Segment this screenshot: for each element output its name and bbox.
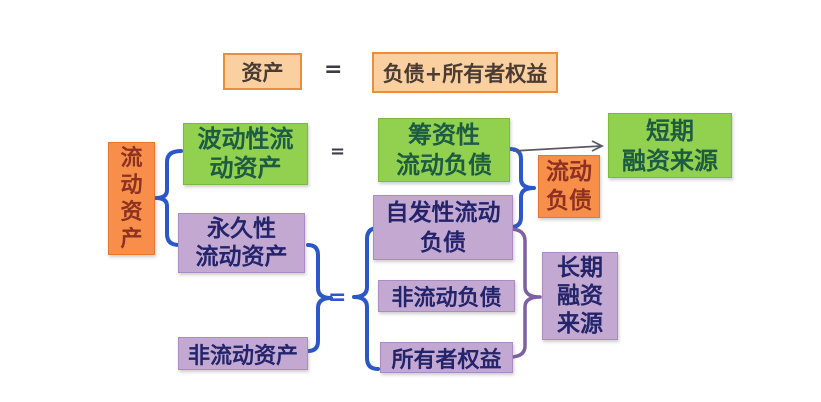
box-assets: 资产 <box>223 53 302 90</box>
brace-left-group <box>306 243 333 353</box>
box-financing-current-liabilities: 筹资性 流动负债 <box>378 118 510 182</box>
box-current-assets: 流 动 资 产 <box>108 142 155 255</box>
brace-current-assets <box>154 149 183 247</box>
box-short-term-financing-source: 短期 融资来源 <box>608 113 732 178</box>
arrow-short-term-line <box>512 145 602 152</box>
brace-long-term-financing <box>510 227 542 359</box>
arrow-short-term-head-icon <box>591 140 605 152</box>
box-noncurrent-assets: 非流动资产 <box>178 337 308 370</box>
bracket-right-group <box>352 226 380 371</box>
box-current-liabilities: 流动 负债 <box>538 155 600 218</box>
box-volatile-current-assets: 波动性流 动资产 <box>183 123 308 185</box>
box-permanent-current-assets: 永久性 流动资产 <box>178 213 305 273</box>
brace-current-liabilities <box>508 147 536 229</box>
box-owners-equity: 所有者权益 <box>380 342 513 373</box>
equals-top: = <box>324 57 343 82</box>
box-liabilities-plus-equity: 负债+所有者权益 <box>372 52 558 93</box>
equals-bottom: = <box>328 285 347 310</box>
box-noncurrent-liabilities: 非流动负债 <box>378 280 515 312</box>
equals-middle: = <box>330 141 346 162</box>
box-spontaneous-current-liabilities: 自发性流动 负债 <box>373 195 513 260</box>
box-long-term-financing-source: 长期 融资 来源 <box>542 252 618 340</box>
